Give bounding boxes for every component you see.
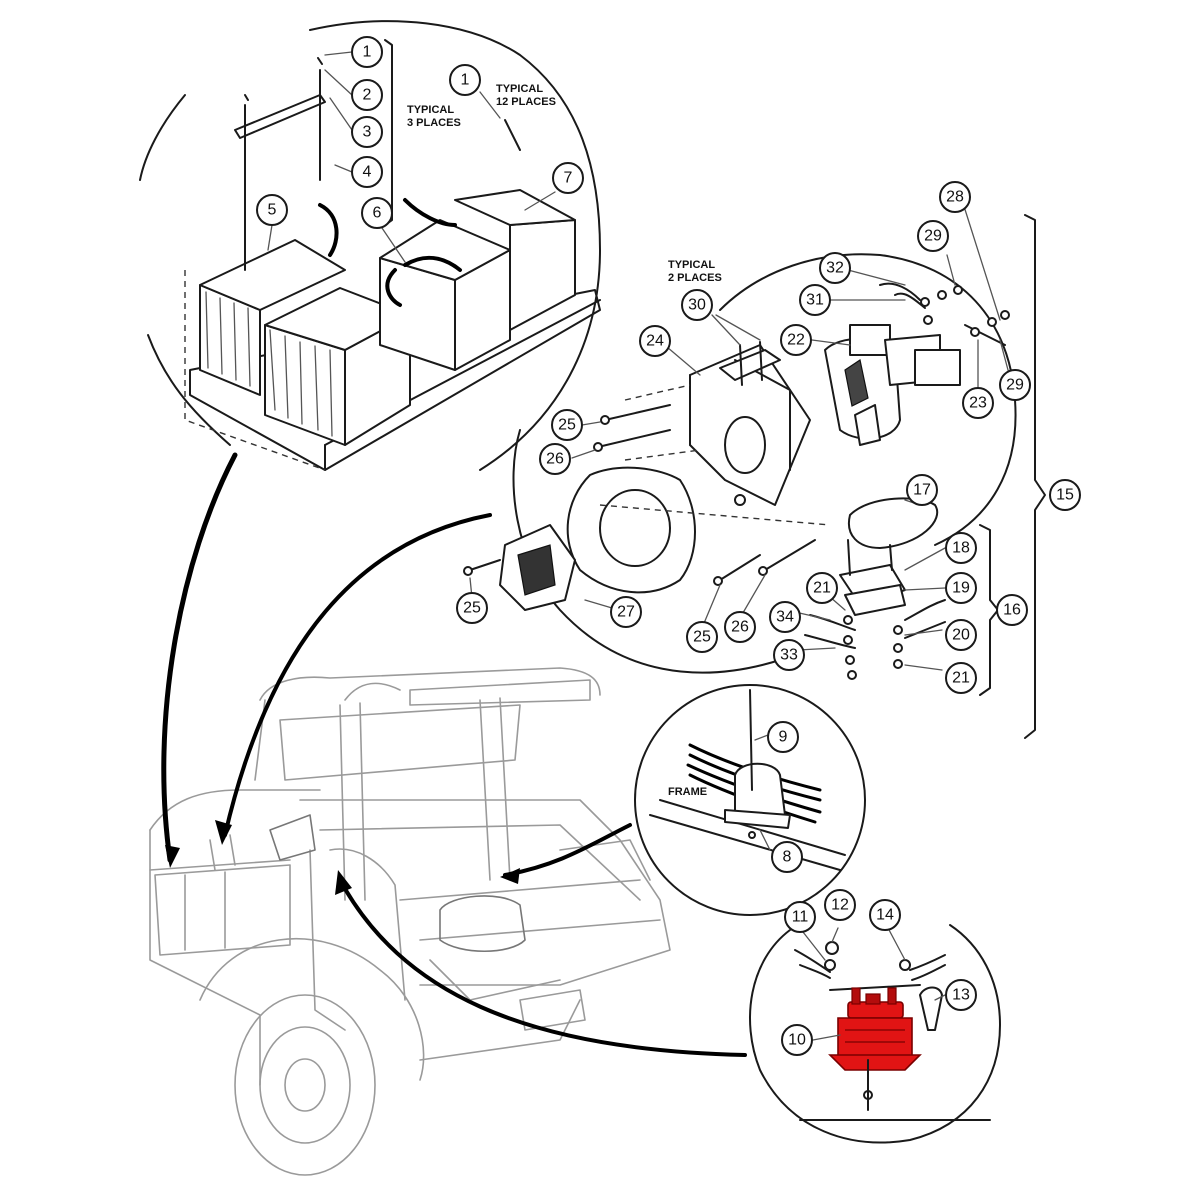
callout-25a: 25: [551, 409, 583, 441]
frame-clamp-detail: [634, 684, 866, 916]
svg-text:3: 3: [363, 124, 372, 141]
svg-text:15: 15: [1056, 487, 1074, 504]
svg-text:14: 14: [876, 907, 894, 924]
callout-24: 24: [639, 325, 671, 357]
solenoid: [828, 987, 922, 1071]
svg-text:2: 2: [363, 87, 372, 104]
callout-2: 2: [351, 79, 383, 111]
callout-13: 13: [945, 979, 977, 1011]
svg-text:1: 1: [461, 72, 470, 89]
leader-lines: [267, 51, 1013, 1041]
svg-text:26: 26: [731, 619, 749, 636]
svg-text:16: 16: [1003, 602, 1021, 619]
svg-text:28: 28: [946, 189, 964, 206]
callout-1b: 1: [449, 64, 481, 96]
callouts: 1 1 2 3 4 5 6 7 8 9 10 11 12 13 14 15 16…: [256, 36, 1081, 1056]
callout-12: 12: [824, 889, 856, 921]
svg-text:33: 33: [780, 647, 798, 664]
callout-32: 32: [819, 252, 851, 284]
callout-27: 27: [610, 596, 642, 628]
svg-text:29: 29: [924, 228, 942, 245]
golf-cart-drawing: [149, 667, 671, 1176]
callout-29b: 29: [999, 369, 1031, 401]
callout-29a: 29: [917, 220, 949, 252]
svg-text:21: 21: [813, 580, 831, 597]
svg-text:7: 7: [564, 170, 573, 187]
callout-33: 33: [773, 639, 805, 671]
svg-text:29: 29: [1006, 377, 1024, 394]
note-typical-12-line1: TYPICAL: [496, 83, 543, 95]
notes: TYPICAL 3 PLACES TYPICAL 12 PLACES TYPIC…: [407, 83, 722, 798]
svg-text:12: 12: [831, 897, 849, 914]
svg-text:18: 18: [952, 540, 970, 557]
callout-25c: 25: [686, 621, 718, 653]
svg-text:11: 11: [792, 909, 809, 926]
callout-26b: 26: [724, 611, 756, 643]
note-typical-12-line2: 12 PLACES: [496, 96, 556, 108]
callout-10: 10: [781, 1024, 813, 1056]
note-typical-3-line2: 3 PLACES: [407, 117, 461, 129]
svg-text:4: 4: [363, 164, 372, 181]
callout-17: 17: [906, 474, 938, 506]
callout-30: 30: [681, 289, 713, 321]
svg-text:23: 23: [969, 395, 987, 412]
svg-text:19: 19: [952, 580, 970, 597]
callout-8: 8: [771, 841, 803, 873]
note-typical-2-line1: TYPICAL: [668, 259, 715, 271]
svg-text:32: 32: [826, 260, 844, 277]
svg-text:25: 25: [463, 600, 481, 617]
svg-text:27: 27: [617, 604, 635, 621]
callout-34: 34: [769, 601, 801, 633]
svg-text:26: 26: [546, 451, 564, 468]
callout-23: 23: [962, 387, 994, 419]
callout-28: 28: [939, 181, 971, 213]
callout-1a: 1: [351, 36, 383, 68]
svg-text:13: 13: [952, 987, 970, 1004]
svg-text:34: 34: [776, 609, 794, 626]
svg-text:8: 8: [783, 849, 792, 866]
callout-15: 15: [1049, 479, 1081, 511]
callout-4: 4: [351, 156, 383, 188]
leader-arrows: [161, 452, 747, 1057]
note-typical-2-line2: 2 PLACES: [668, 272, 722, 284]
callout-26a: 26: [539, 443, 571, 475]
callout-22: 22: [780, 324, 812, 356]
callout-25b: 25: [456, 592, 488, 624]
svg-text:31: 31: [806, 292, 824, 309]
callout-21b: 21: [945, 662, 977, 694]
callout-19: 19: [945, 572, 977, 604]
callout-3: 3: [351, 116, 383, 148]
svg-text:1: 1: [363, 44, 372, 61]
callout-16: 16: [996, 594, 1028, 626]
callout-18: 18: [945, 532, 977, 564]
svg-text:9: 9: [779, 729, 788, 746]
svg-text:21: 21: [952, 670, 970, 687]
callout-6: 6: [361, 197, 393, 229]
svg-text:22: 22: [787, 332, 805, 349]
callout-5: 5: [256, 194, 288, 226]
svg-text:6: 6: [373, 205, 382, 222]
note-typical-3-line1: TYPICAL: [407, 104, 454, 116]
svg-text:20: 20: [952, 627, 970, 644]
svg-text:25: 25: [693, 629, 711, 646]
callout-21a: 21: [806, 572, 838, 604]
callout-20: 20: [945, 619, 977, 651]
svg-text:25: 25: [558, 417, 576, 434]
note-frame: FRAME: [668, 786, 707, 798]
callout-31: 31: [799, 284, 831, 316]
svg-text:5: 5: [268, 202, 277, 219]
callout-7: 7: [552, 162, 584, 194]
battery-detail: [139, 20, 601, 471]
charger-receptacle-detail: [463, 253, 1017, 680]
callout-14: 14: [869, 899, 901, 931]
callout-11: 11: [784, 901, 816, 933]
callout-9: 9: [767, 721, 799, 753]
solenoid-detail: [749, 924, 1001, 1144]
svg-text:10: 10: [788, 1032, 806, 1049]
svg-text:17: 17: [913, 482, 931, 499]
svg-text:30: 30: [688, 297, 706, 314]
svg-text:24: 24: [646, 333, 664, 350]
